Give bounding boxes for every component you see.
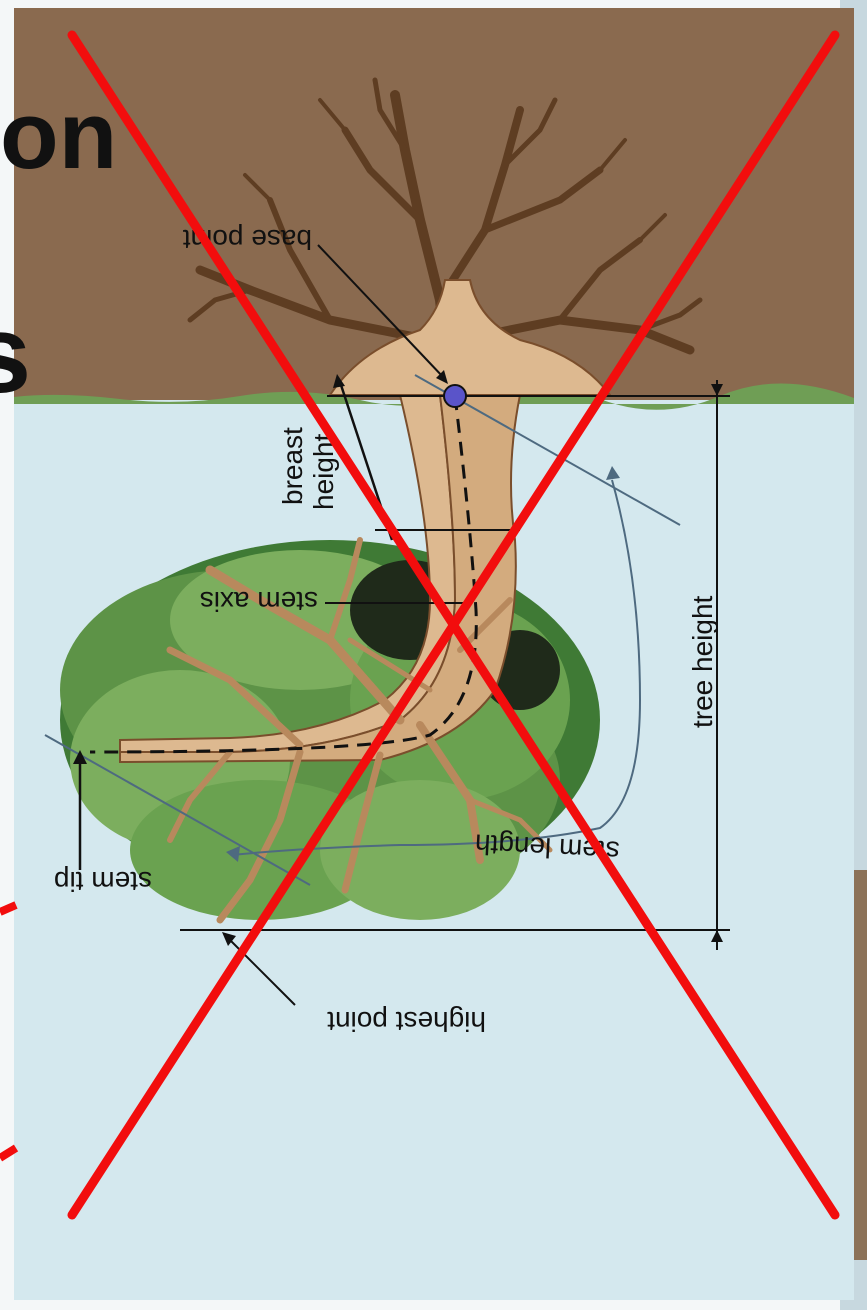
- label-tree-height: tree height: [687, 595, 718, 728]
- background-title-fragment: on: [0, 88, 117, 184]
- label-stem-tip: stem tip: [54, 866, 152, 897]
- background-second-fragment: s: [0, 300, 31, 410]
- label-stem-axis: stem axis: [200, 586, 318, 617]
- label-highest-point: highest point: [327, 1006, 486, 1037]
- label-breast-height-line1: breast: [277, 427, 308, 505]
- base-point-marker: [444, 385, 466, 407]
